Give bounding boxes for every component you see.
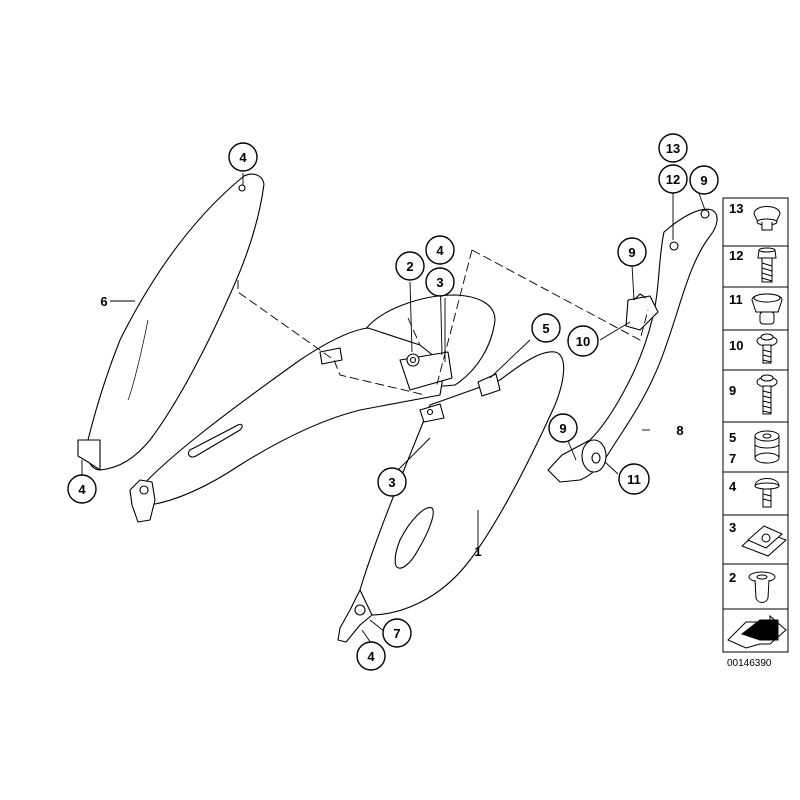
callout-4-bottom-left: 4 [67, 474, 97, 504]
callout-3-left: 3 [377, 467, 407, 497]
callout-5: 5 [531, 313, 561, 343]
callout-4-bottom: 4 [356, 641, 386, 671]
label-part-1: 1 [474, 544, 481, 559]
diagram-id: 00146390 [727, 658, 772, 669]
arrow-direction-icon [727, 614, 787, 649]
callout-11: 11 [618, 463, 650, 495]
svg-text:2: 2 [406, 259, 413, 274]
collar-screw-long-icon [756, 374, 778, 415]
expanding-rivet-icon [748, 571, 776, 603]
collar-screw-icon [756, 333, 778, 364]
svg-text:9: 9 [700, 173, 707, 188]
svg-text:13: 13 [666, 141, 680, 156]
svg-text:3: 3 [388, 475, 395, 490]
legend-label-9: 9 [729, 383, 736, 398]
legend-label-12: 12 [729, 248, 743, 263]
assembly-lines [237, 249, 649, 396]
legend-row-9 [722, 369, 789, 423]
svg-text:9: 9 [559, 421, 566, 436]
label-part-8: 8 [676, 423, 683, 438]
legend-label-13: 13 [729, 201, 743, 216]
callout-3-center: 3 [425, 267, 455, 297]
grommet-icon [754, 430, 780, 464]
callout-2: 2 [395, 251, 425, 281]
legend-label-4: 4 [729, 479, 737, 494]
hex-screw-long-icon [757, 247, 777, 283]
oval-head-screw-icon [754, 478, 780, 508]
svg-text:11: 11 [627, 472, 641, 487]
svg-text:12: 12 [666, 172, 680, 187]
callout-9-top: 9 [689, 165, 719, 195]
legend-label-3: 3 [729, 520, 736, 535]
callout-9-mid: 9 [617, 237, 647, 267]
callout-4-top-left: 4 [228, 142, 258, 172]
cap-nut-icon [753, 206, 781, 231]
svg-text:4: 4 [78, 482, 86, 497]
svg-text:4: 4 [239, 150, 247, 165]
svg-text:4: 4 [436, 243, 444, 258]
rubber-buffer-icon [751, 293, 783, 325]
callout-13: 13 [658, 133, 688, 163]
grab-handle-part-8 [547, 208, 718, 483]
callout-7: 7 [382, 618, 412, 648]
legend-label-5: 5 [729, 430, 736, 445]
svg-text:3: 3 [436, 275, 443, 290]
parts-legend [722, 197, 789, 653]
callout-4-center: 4 [425, 235, 455, 265]
callout-10: 10 [567, 325, 599, 357]
svg-text:7: 7 [393, 626, 400, 641]
legend-row-4 [722, 471, 789, 516]
legend-label-7: 7 [729, 451, 736, 466]
legend-label-2: 2 [729, 570, 736, 585]
svg-text:9: 9 [628, 245, 635, 260]
side-panel-part-6 [77, 173, 265, 471]
svg-text:10: 10 [576, 334, 590, 349]
svg-text:4: 4 [367, 649, 375, 664]
callout-9-low: 9 [548, 413, 578, 443]
rear-frame-part-1 [129, 294, 565, 643]
clip-nut-icon [741, 525, 787, 557]
callout-12: 12 [658, 164, 688, 194]
legend-row-10 [722, 329, 789, 371]
label-part-6: 6 [100, 294, 107, 309]
svg-text:5: 5 [542, 321, 549, 336]
legend-label-10: 10 [729, 338, 743, 353]
legend-label-11: 11 [729, 292, 743, 307]
